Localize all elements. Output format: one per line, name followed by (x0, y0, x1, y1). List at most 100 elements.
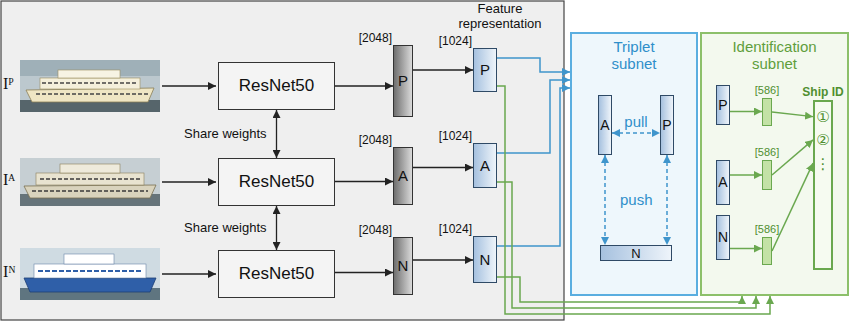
feature-vector: [2048]N (393, 237, 413, 295)
dimension-label: [586] (755, 146, 779, 159)
connector (335, 85, 393, 86)
embedding-vector: [1024]N (473, 236, 497, 283)
connector (497, 80, 570, 153)
dimension-label: [2048] (359, 134, 392, 148)
connector (497, 88, 570, 246)
node-label: P (718, 97, 727, 113)
connector (276, 206, 277, 250)
embedding-vector: P (660, 95, 674, 155)
connector (612, 132, 660, 134)
node-label: ResNet50 (239, 172, 315, 192)
dimension-label: [586] (755, 84, 779, 97)
backbone-panel (1, 1, 564, 320)
edge-label: pull (622, 113, 649, 130)
ship-photo (20, 248, 160, 300)
fc-vector: [586] (762, 160, 772, 190)
input-arrow (162, 273, 216, 274)
connector (497, 86, 770, 314)
node-label: P (480, 61, 490, 78)
connector (276, 110, 277, 158)
ship-photo (34, 264, 146, 278)
node-label: N (631, 247, 640, 260)
dimension-label: [1024] (439, 130, 472, 144)
node-label: N (480, 251, 491, 268)
connector (497, 58, 570, 72)
connector (335, 181, 393, 182)
node-label: N (398, 257, 409, 274)
fc-vector: [586] (762, 237, 772, 265)
ship-photo (58, 70, 120, 78)
dimension-label: [586] (755, 223, 779, 236)
ship-photo (32, 179, 148, 191)
embedding-vector: N (600, 245, 672, 261)
fc-vector: [586] (762, 98, 772, 126)
subnet-title: Identification subnet (716, 38, 834, 73)
node-label: N (718, 229, 728, 245)
input-label: Iᴬ (3, 171, 15, 189)
node-label: A (600, 117, 609, 133)
edge-label: Share weights (182, 127, 268, 142)
dimension-label: [1024] (439, 35, 472, 49)
ship-photo (20, 60, 160, 112)
dimension-label: [1024] (439, 223, 472, 237)
embedding-vector: A (716, 160, 730, 205)
node-label: A (718, 174, 727, 190)
ship-photo (20, 158, 160, 206)
node-label: ResNet50 (239, 264, 315, 284)
ship-photo (24, 278, 156, 292)
subnet-panel: Triplet subnetA P N (570, 32, 698, 296)
subnet-panel: Identification subnetPAN[586][586][586]S… (700, 32, 849, 296)
backbone-box: ResNet50 (218, 62, 335, 110)
ship-photo (38, 270, 142, 272)
input-arrow (162, 181, 216, 182)
ship-photo (20, 248, 160, 300)
input-arrow (162, 85, 216, 86)
edge-label: push (618, 191, 655, 208)
edge-label: Share weights (182, 221, 268, 236)
feature-vector: [2048]P (393, 45, 413, 117)
embedding-vector: [1024]A (473, 143, 497, 188)
dimension-label: Ship ID (802, 86, 843, 100)
connector (413, 167, 473, 168)
ship-photo (20, 158, 160, 206)
ship-photo (64, 254, 114, 264)
dimension-label: [2048] (359, 224, 392, 238)
feature-vector: [2048]A (393, 147, 413, 205)
connector (772, 163, 813, 251)
connector (772, 140, 813, 175)
ship-photo (20, 60, 160, 112)
node-label: P (398, 72, 408, 89)
class-output: Ship ID①②⋮ (813, 100, 833, 270)
connectors (277, 58, 814, 314)
embedding-vector: [1024]P (473, 48, 497, 92)
connector (335, 272, 393, 273)
connector (730, 248, 762, 250)
node-label: ① (816, 108, 829, 125)
ship-photo (26, 88, 154, 102)
input-label: Iᴺ (3, 263, 16, 281)
node-label: A (480, 157, 490, 174)
connector (497, 182, 756, 308)
node-label: P (662, 117, 671, 133)
connector (413, 69, 473, 70)
connector (666, 155, 668, 245)
node-label: ② (816, 131, 829, 148)
backbone-box: ResNet50 (218, 250, 335, 298)
embedding-vector: P (716, 85, 730, 125)
section-heading: Feature representation (445, 2, 555, 32)
node-label: ⋮ (816, 155, 831, 172)
node-label: A (398, 167, 408, 184)
subnet-title: Triplet subnet (592, 38, 676, 73)
ship-photo (60, 164, 120, 173)
input-label: Iᴾ (3, 75, 14, 93)
ship-photo (36, 83, 148, 94)
node-label: ResNet50 (239, 76, 315, 96)
connector (772, 112, 813, 117)
dimension-label: [2048] (359, 32, 392, 46)
connector (497, 277, 742, 302)
connector (604, 155, 606, 245)
backbone-box: ResNet50 (218, 158, 335, 206)
embedding-vector: N (716, 215, 730, 260)
